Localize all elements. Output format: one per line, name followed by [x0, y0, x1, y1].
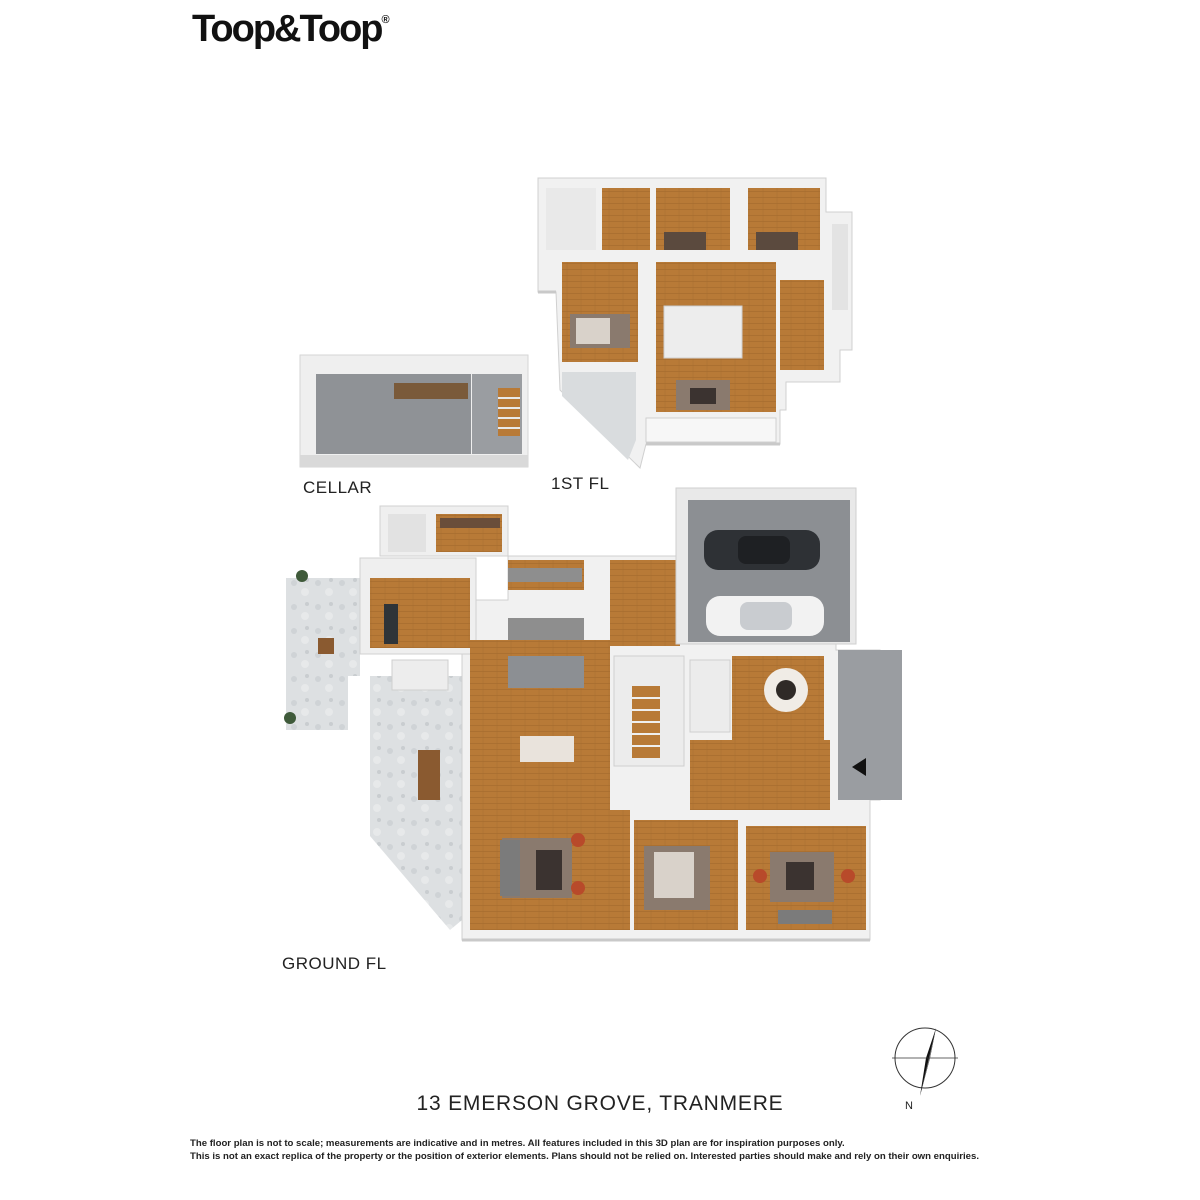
- cellar-bench: [394, 383, 468, 399]
- first-ensuite: [832, 224, 848, 310]
- study: [780, 280, 824, 370]
- cellar-label: CELLAR: [303, 478, 373, 497]
- front-porch: [838, 650, 902, 800]
- bed-icon: [654, 852, 694, 898]
- plant-icon: [284, 712, 296, 724]
- compass-icon: [892, 1027, 958, 1096]
- ground-floor-label: GROUND FL: [282, 954, 387, 973]
- kitchen-bench: [508, 618, 584, 640]
- toilet-room: [388, 514, 426, 552]
- coffee-table: [690, 388, 716, 404]
- bed-icon: [664, 232, 706, 250]
- main-stairs: [632, 686, 660, 758]
- pantry-bench: [508, 568, 582, 582]
- laundry-bench: [440, 518, 500, 528]
- armchair-icon: [571, 881, 585, 895]
- hallway: [690, 740, 830, 810]
- plant-icon: [296, 570, 308, 582]
- first-floor-label: 1ST FL: [551, 474, 610, 493]
- cellar-stairs: [498, 388, 520, 436]
- outdoor-table: [318, 638, 334, 654]
- coffee-table: [786, 862, 814, 890]
- disclaimer-line-1: The floor plan is not to scale; measurem…: [190, 1138, 845, 1149]
- sofa-icon: [500, 840, 520, 896]
- compass-north-label: N: [905, 1100, 913, 1112]
- walk-in-robe: [602, 188, 650, 250]
- sofa-icon: [778, 910, 832, 924]
- powder-room: [689, 659, 731, 733]
- brand-logo: Toop&Toop®: [192, 8, 390, 50]
- void-over-stairs: [663, 305, 743, 359]
- kitchen-island: [508, 656, 584, 688]
- coffee-table: [536, 850, 562, 890]
- bed-icon: [756, 232, 798, 250]
- window-wall: [645, 417, 777, 443]
- outdoor-dining-table: [418, 750, 440, 800]
- round-table: [776, 680, 796, 700]
- property-address: 13 EMERSON GROVE, TRANMERE: [416, 1092, 784, 1115]
- armchair-icon: [753, 869, 767, 883]
- bed-icon: [576, 318, 610, 344]
- car-dark-icon: [704, 530, 820, 570]
- first-floor-plan: [537, 177, 853, 469]
- dining-table: [520, 736, 574, 762]
- ground-floor-plan: [284, 487, 902, 942]
- storage: [391, 659, 449, 691]
- armchair-icon: [571, 833, 585, 847]
- entry-arrow-icon: [852, 758, 866, 776]
- armchair-icon: [841, 869, 855, 883]
- car-white-icon: [706, 596, 824, 636]
- disclaimer: The floor plan is not to scale; measurem…: [190, 1137, 1090, 1163]
- balcony: [562, 372, 636, 460]
- cellar-floor-plan: [299, 354, 529, 468]
- alfresco-terrace: [370, 676, 462, 930]
- treadmill-icon: [384, 604, 398, 644]
- disclaimer-line-2: This is not an exact replica of the prop…: [190, 1151, 979, 1162]
- entry-hall: [610, 560, 680, 646]
- first-bathroom: [546, 188, 596, 250]
